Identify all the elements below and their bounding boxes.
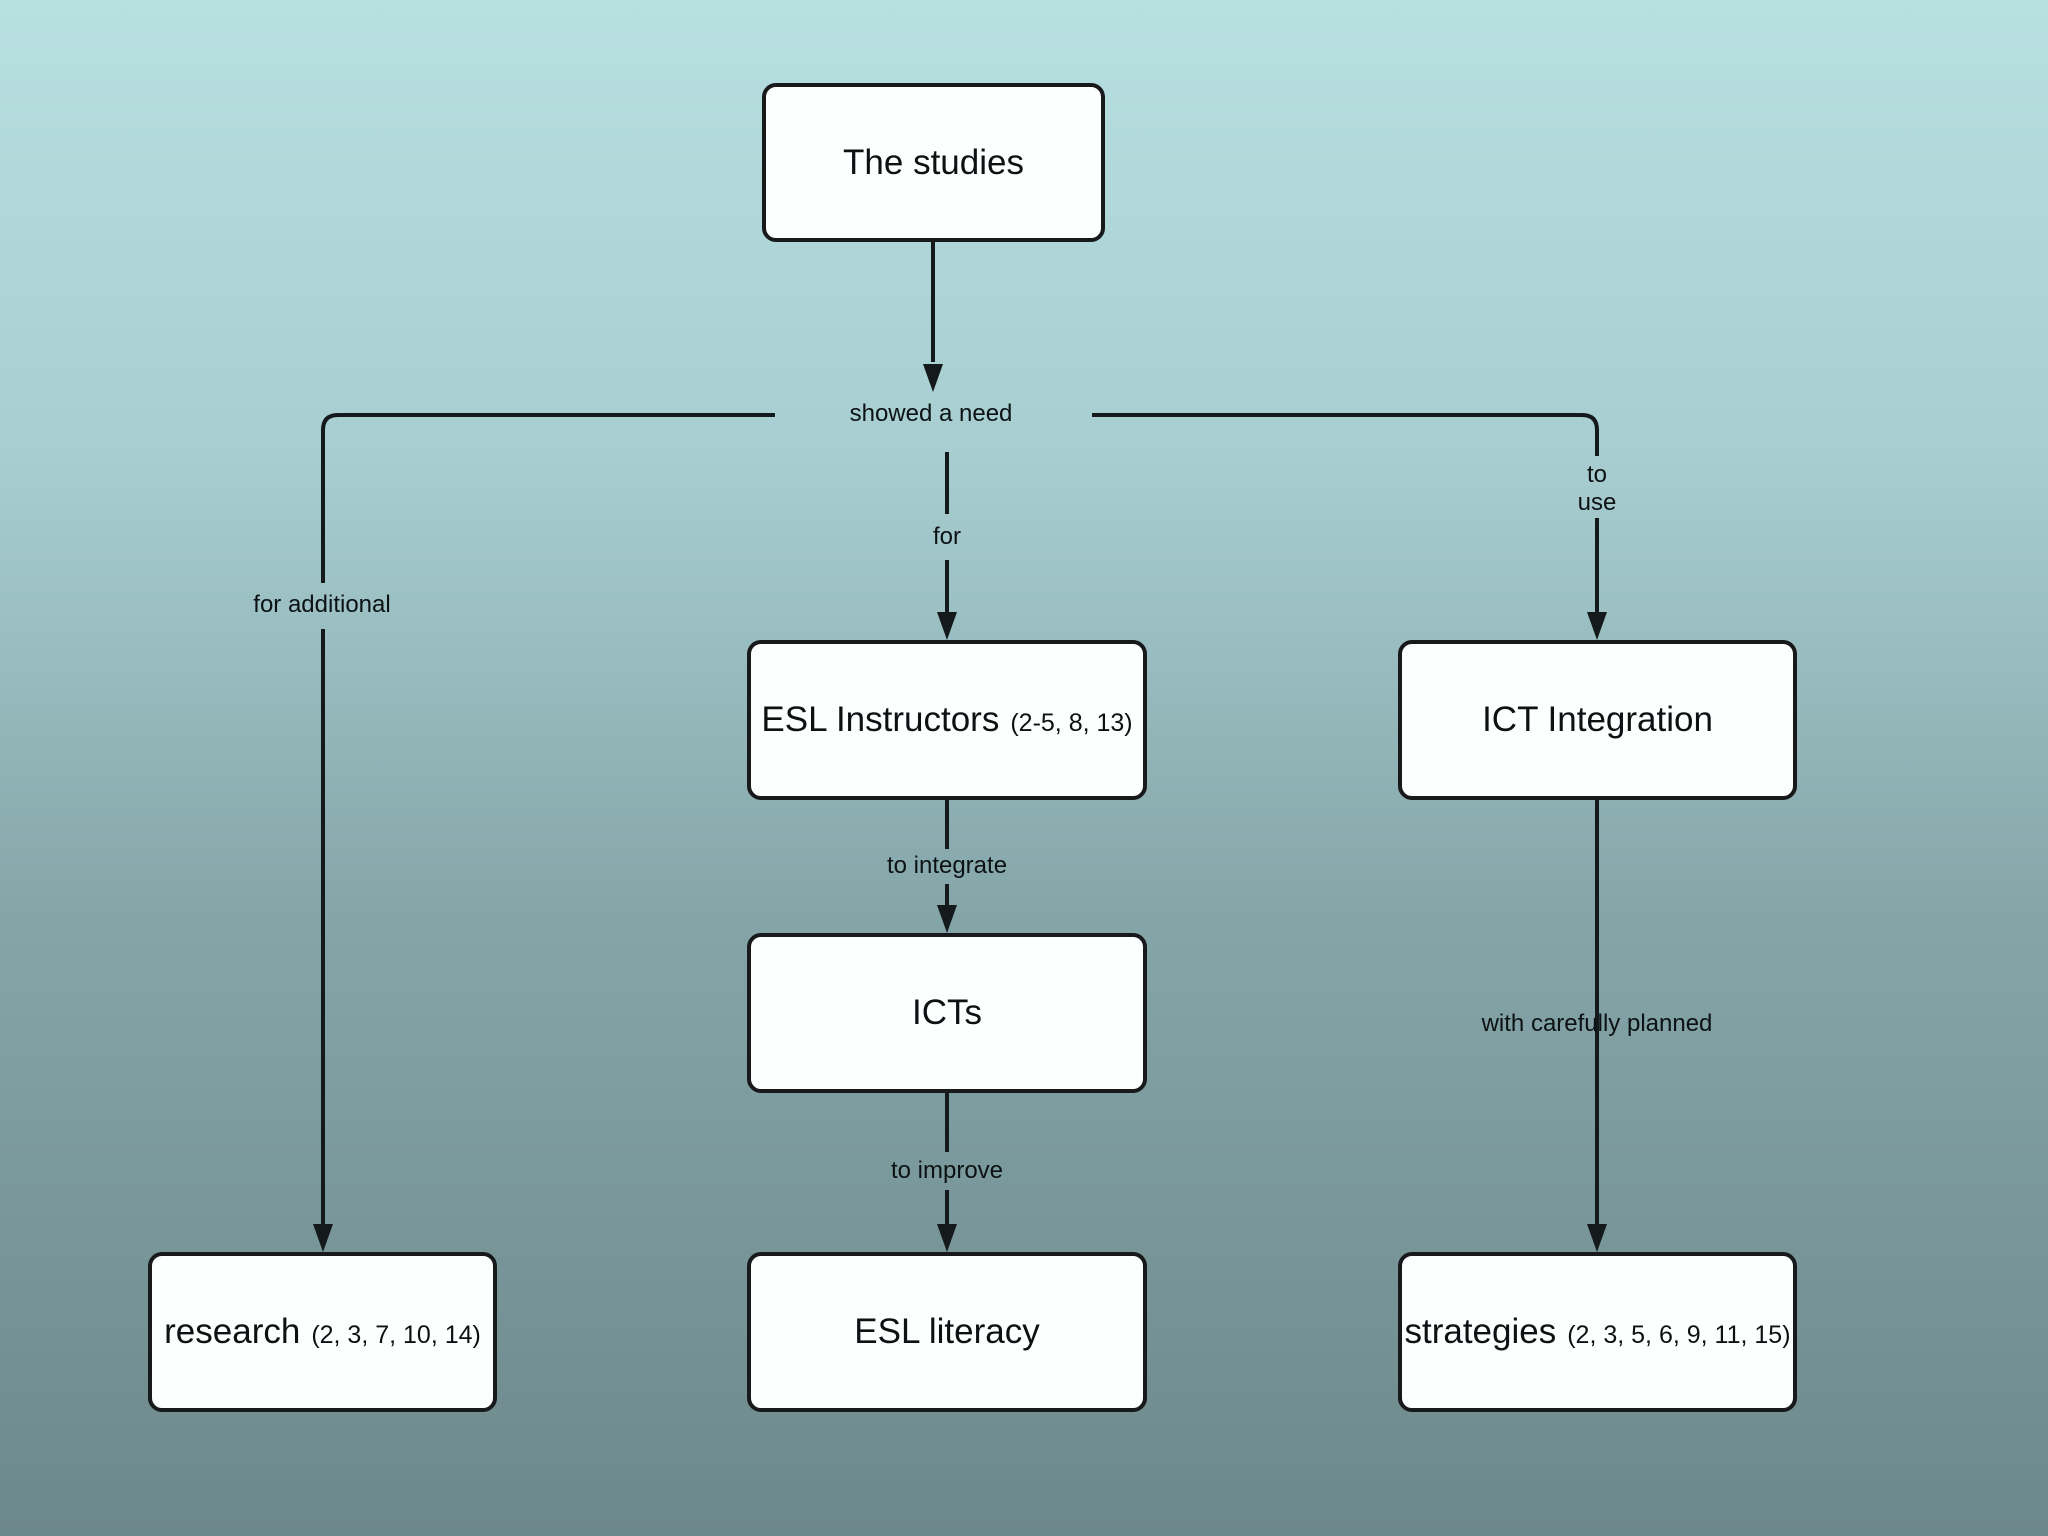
node-strategies: strategies (2, 3, 5, 6, 9, 11, 15) — [1398, 1252, 1797, 1412]
node-research-citation: (2, 3, 7, 10, 14) — [311, 1321, 481, 1349]
arrowhead-strategies — [1587, 1224, 1607, 1252]
connector-branch-right — [1092, 413, 1599, 456]
node-icts: ICTs — [747, 933, 1147, 1093]
node-the-studies: The studies — [762, 83, 1105, 242]
node-esl-instructors: ESL Instructors (2-5, 8, 13) — [747, 640, 1147, 800]
arrowhead-esl-literacy — [937, 1224, 957, 1252]
node-research: research (2, 3, 7, 10, 14) — [148, 1252, 497, 1412]
edge-label-to-use: to use — [1577, 461, 1617, 516]
node-esl-literacy-label: ESL literacy — [854, 1312, 1040, 1351]
edge-label-to-improve: to improve — [890, 1157, 1004, 1184]
arrowhead-icts — [937, 905, 957, 933]
node-esl-instructors-citation: (2-5, 8, 13) — [1010, 709, 1133, 737]
edge-label-with-carefully-planned: with carefully planned — [1481, 1010, 1713, 1037]
node-strategies-citation: (2, 3, 5, 6, 9, 11, 15) — [1567, 1321, 1791, 1349]
connector-branch-left — [321, 413, 775, 583]
node-esl-instructors-label: ESL Instructors — [761, 700, 1000, 739]
arrowhead-ict-integration — [1587, 612, 1607, 640]
edge-label-to-integrate: to integrate — [886, 852, 1008, 879]
edge-label-showed-a-need: showed a need — [849, 400, 1013, 427]
edge-label-for-additional: for additional — [253, 591, 391, 618]
node-esl-literacy: ESL literacy — [747, 1252, 1147, 1412]
node-ict-integration: ICT Integration — [1398, 640, 1797, 800]
node-the-studies-label: The studies — [843, 142, 1024, 182]
arrowhead-research — [313, 1224, 333, 1252]
node-strategies-label: strategies — [1404, 1312, 1557, 1351]
arrowhead-showed-a-need — [923, 364, 943, 392]
edge-label-for: for — [932, 523, 962, 550]
node-ict-integration-label: ICT Integration — [1482, 700, 1713, 739]
arrowhead-esl-instructors — [937, 612, 957, 640]
node-icts-label: ICTs — [912, 993, 982, 1032]
node-research-label: research — [164, 1312, 301, 1351]
